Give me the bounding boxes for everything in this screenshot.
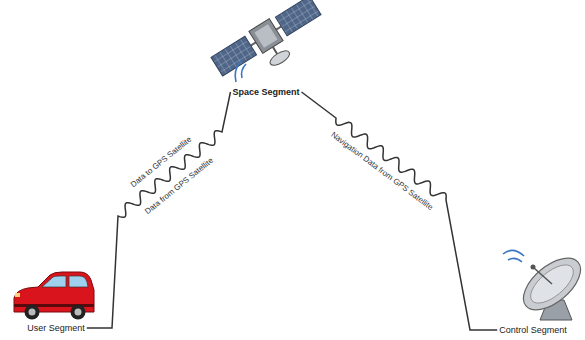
segment-label: User Segment bbox=[25, 322, 87, 335]
segment-name: Control Segment bbox=[499, 325, 567, 336]
car-icon bbox=[14, 272, 94, 320]
signal-waves bbox=[235, 61, 246, 82]
signal-waves bbox=[503, 250, 524, 262]
dish-antenna bbox=[514, 248, 585, 320]
segment-label: Control Segment bbox=[497, 324, 569, 337]
link-label: Navigation Data from GPS Satellite bbox=[328, 129, 435, 212]
segment-name: User Segment bbox=[27, 323, 85, 334]
segment-name: Space Segment bbox=[232, 87, 299, 98]
signal-link bbox=[302, 92, 498, 330]
signal-link bbox=[87, 92, 231, 328]
satellite-icon bbox=[210, 0, 332, 93]
segment-label: Space Segment bbox=[230, 86, 301, 99]
